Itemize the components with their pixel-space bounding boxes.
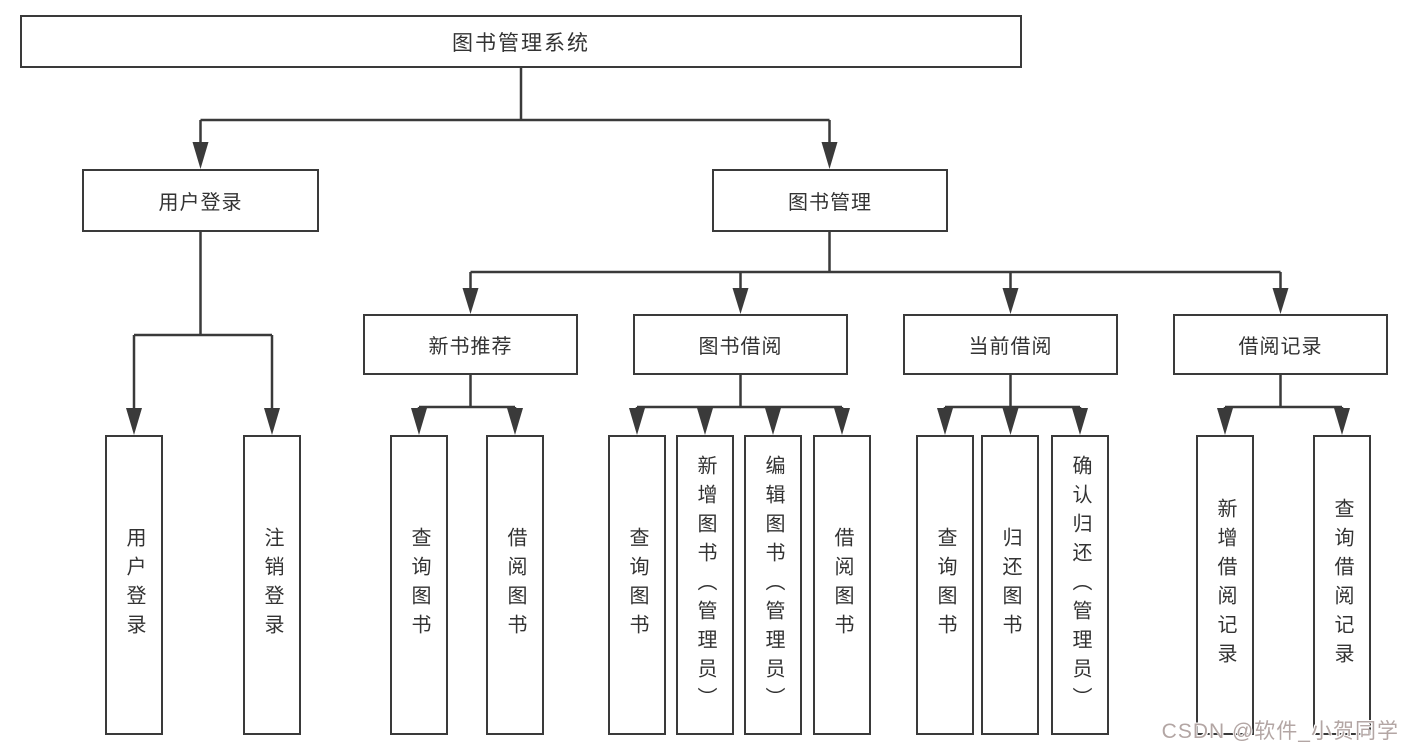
leaf-query-borrow-record-node: 查询借阅记录: [1313, 435, 1371, 735]
watermark-text: CSDN @软件_小贺同学: [1161, 720, 1399, 743]
group-new-book-recommend-node: 新书推荐: [363, 314, 578, 375]
leaf-edit-books-admin-node: 编辑图书（管理员）: [744, 435, 802, 735]
group-borrow-record-node: 借阅记录: [1173, 314, 1388, 375]
group-book-borrow-node: 图书借阅: [633, 314, 848, 375]
leaf-query-books-2-node: 查询图书: [608, 435, 666, 735]
leaf-borrow-books-node: 借阅图书: [486, 435, 544, 735]
group-current-borrow-node: 当前借阅: [903, 314, 1118, 375]
leaf-add-borrow-record-node: 新增借阅记录: [1196, 435, 1254, 735]
leaf-add-books-admin-node: 新增图书（管理员）: [676, 435, 734, 735]
leaf-return-books-node: 归还图书: [981, 435, 1039, 735]
leaf-query-books-node: 查询图书: [390, 435, 448, 735]
branch-book-management-node: 图书管理: [712, 169, 948, 232]
leaf-user-login-node: 用户登录: [105, 435, 163, 735]
root-node: 图书管理系统: [20, 15, 1022, 68]
leaf-borrow-books-2-node: 借阅图书: [813, 435, 871, 735]
leaf-query-books-3-node: 查询图书: [916, 435, 974, 735]
branch-user-login-node: 用户登录: [82, 169, 319, 232]
leaf-logout-node: 注销登录: [243, 435, 301, 735]
leaf-confirm-return-admin-node: 确认归还（管理员）: [1051, 435, 1109, 735]
